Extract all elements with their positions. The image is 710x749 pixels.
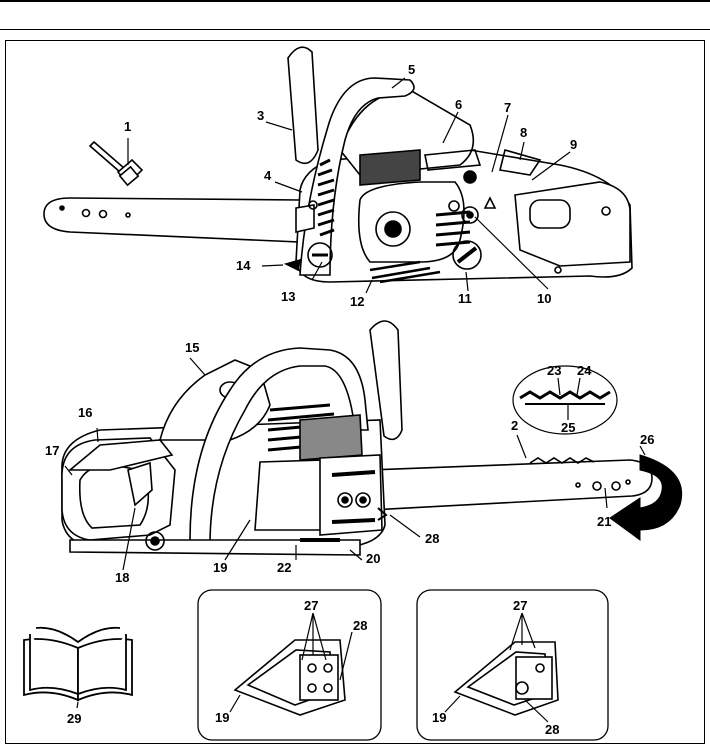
callout-27-right: 27 — [513, 598, 527, 613]
callout-11: 11 — [458, 291, 472, 306]
callout-4: 4 — [264, 168, 272, 183]
callout-29: 29 — [67, 711, 81, 726]
callout-5: 5 — [408, 62, 415, 77]
callout-21: 21 — [597, 514, 611, 529]
socket-wrench-icon — [88, 140, 144, 187]
chain-detail-icon — [512, 365, 618, 435]
callout-1: 1 — [124, 119, 131, 134]
callout-19-left: 19 — [215, 710, 229, 725]
callout-2: 2 — [511, 418, 518, 433]
callout-17: 17 — [45, 443, 59, 458]
callout-7: 7 — [504, 100, 511, 115]
callout-24: 24 — [577, 363, 592, 378]
manual-book-icon — [23, 626, 133, 702]
callout-16: 16 — [78, 405, 92, 420]
callout-13: 13 — [281, 289, 295, 304]
figure-frame — [5, 40, 705, 744]
chainsaw-right-view — [61, 320, 653, 556]
callout-23: 23 — [547, 363, 561, 378]
callout-3: 3 — [257, 108, 264, 123]
callout-28-right: 28 — [545, 722, 559, 737]
callout-6: 6 — [455, 97, 462, 112]
header-top-rule — [0, 0, 710, 2]
callout-25: 25 — [561, 420, 575, 435]
callout-9: 9 — [570, 137, 577, 152]
chainsaw-icon — [43, 46, 633, 284]
callout-14: 14 — [236, 258, 251, 273]
callout-10: 10 — [537, 291, 551, 306]
leader-lines — [64, 77, 646, 723]
callout-28-left: 28 — [353, 618, 367, 633]
callout-22: 22 — [277, 560, 291, 575]
callout-19-right: 19 — [432, 710, 446, 725]
callout-15: 15 — [185, 340, 199, 355]
callout-27-left: 27 — [304, 598, 318, 613]
callout-28-middle: 28 — [425, 531, 439, 546]
clutch-cover-icon — [453, 641, 559, 716]
rotation-arrow-icon — [609, 454, 682, 541]
callout-12: 12 — [350, 294, 364, 309]
header-bottom-rule — [0, 29, 710, 30]
callout-26: 26 — [640, 432, 654, 447]
callout-8: 8 — [520, 125, 527, 140]
callout-18: 18 — [115, 570, 129, 585]
callout-19: 19 — [213, 560, 227, 575]
callout-20: 20 — [366, 551, 380, 566]
